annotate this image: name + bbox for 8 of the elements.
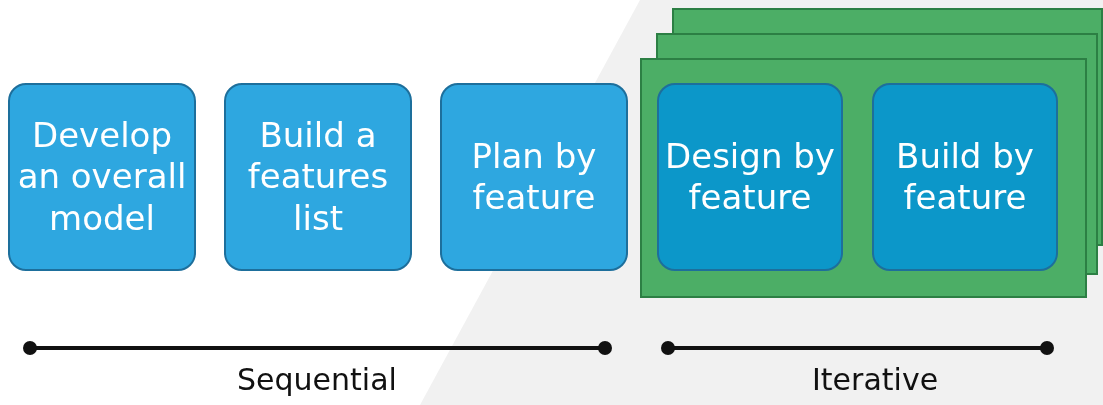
process-box: Plan by feature [440,83,628,271]
phase-label: Sequential [237,362,397,397]
process-box: Develop an overall model [8,83,196,271]
process-box: Design by feature [657,83,843,271]
phase-label: Iterative [812,362,939,397]
process-box: Build a features list [224,83,412,271]
stacked-panel [640,8,1103,298]
process-box: Build by feature [872,83,1058,271]
